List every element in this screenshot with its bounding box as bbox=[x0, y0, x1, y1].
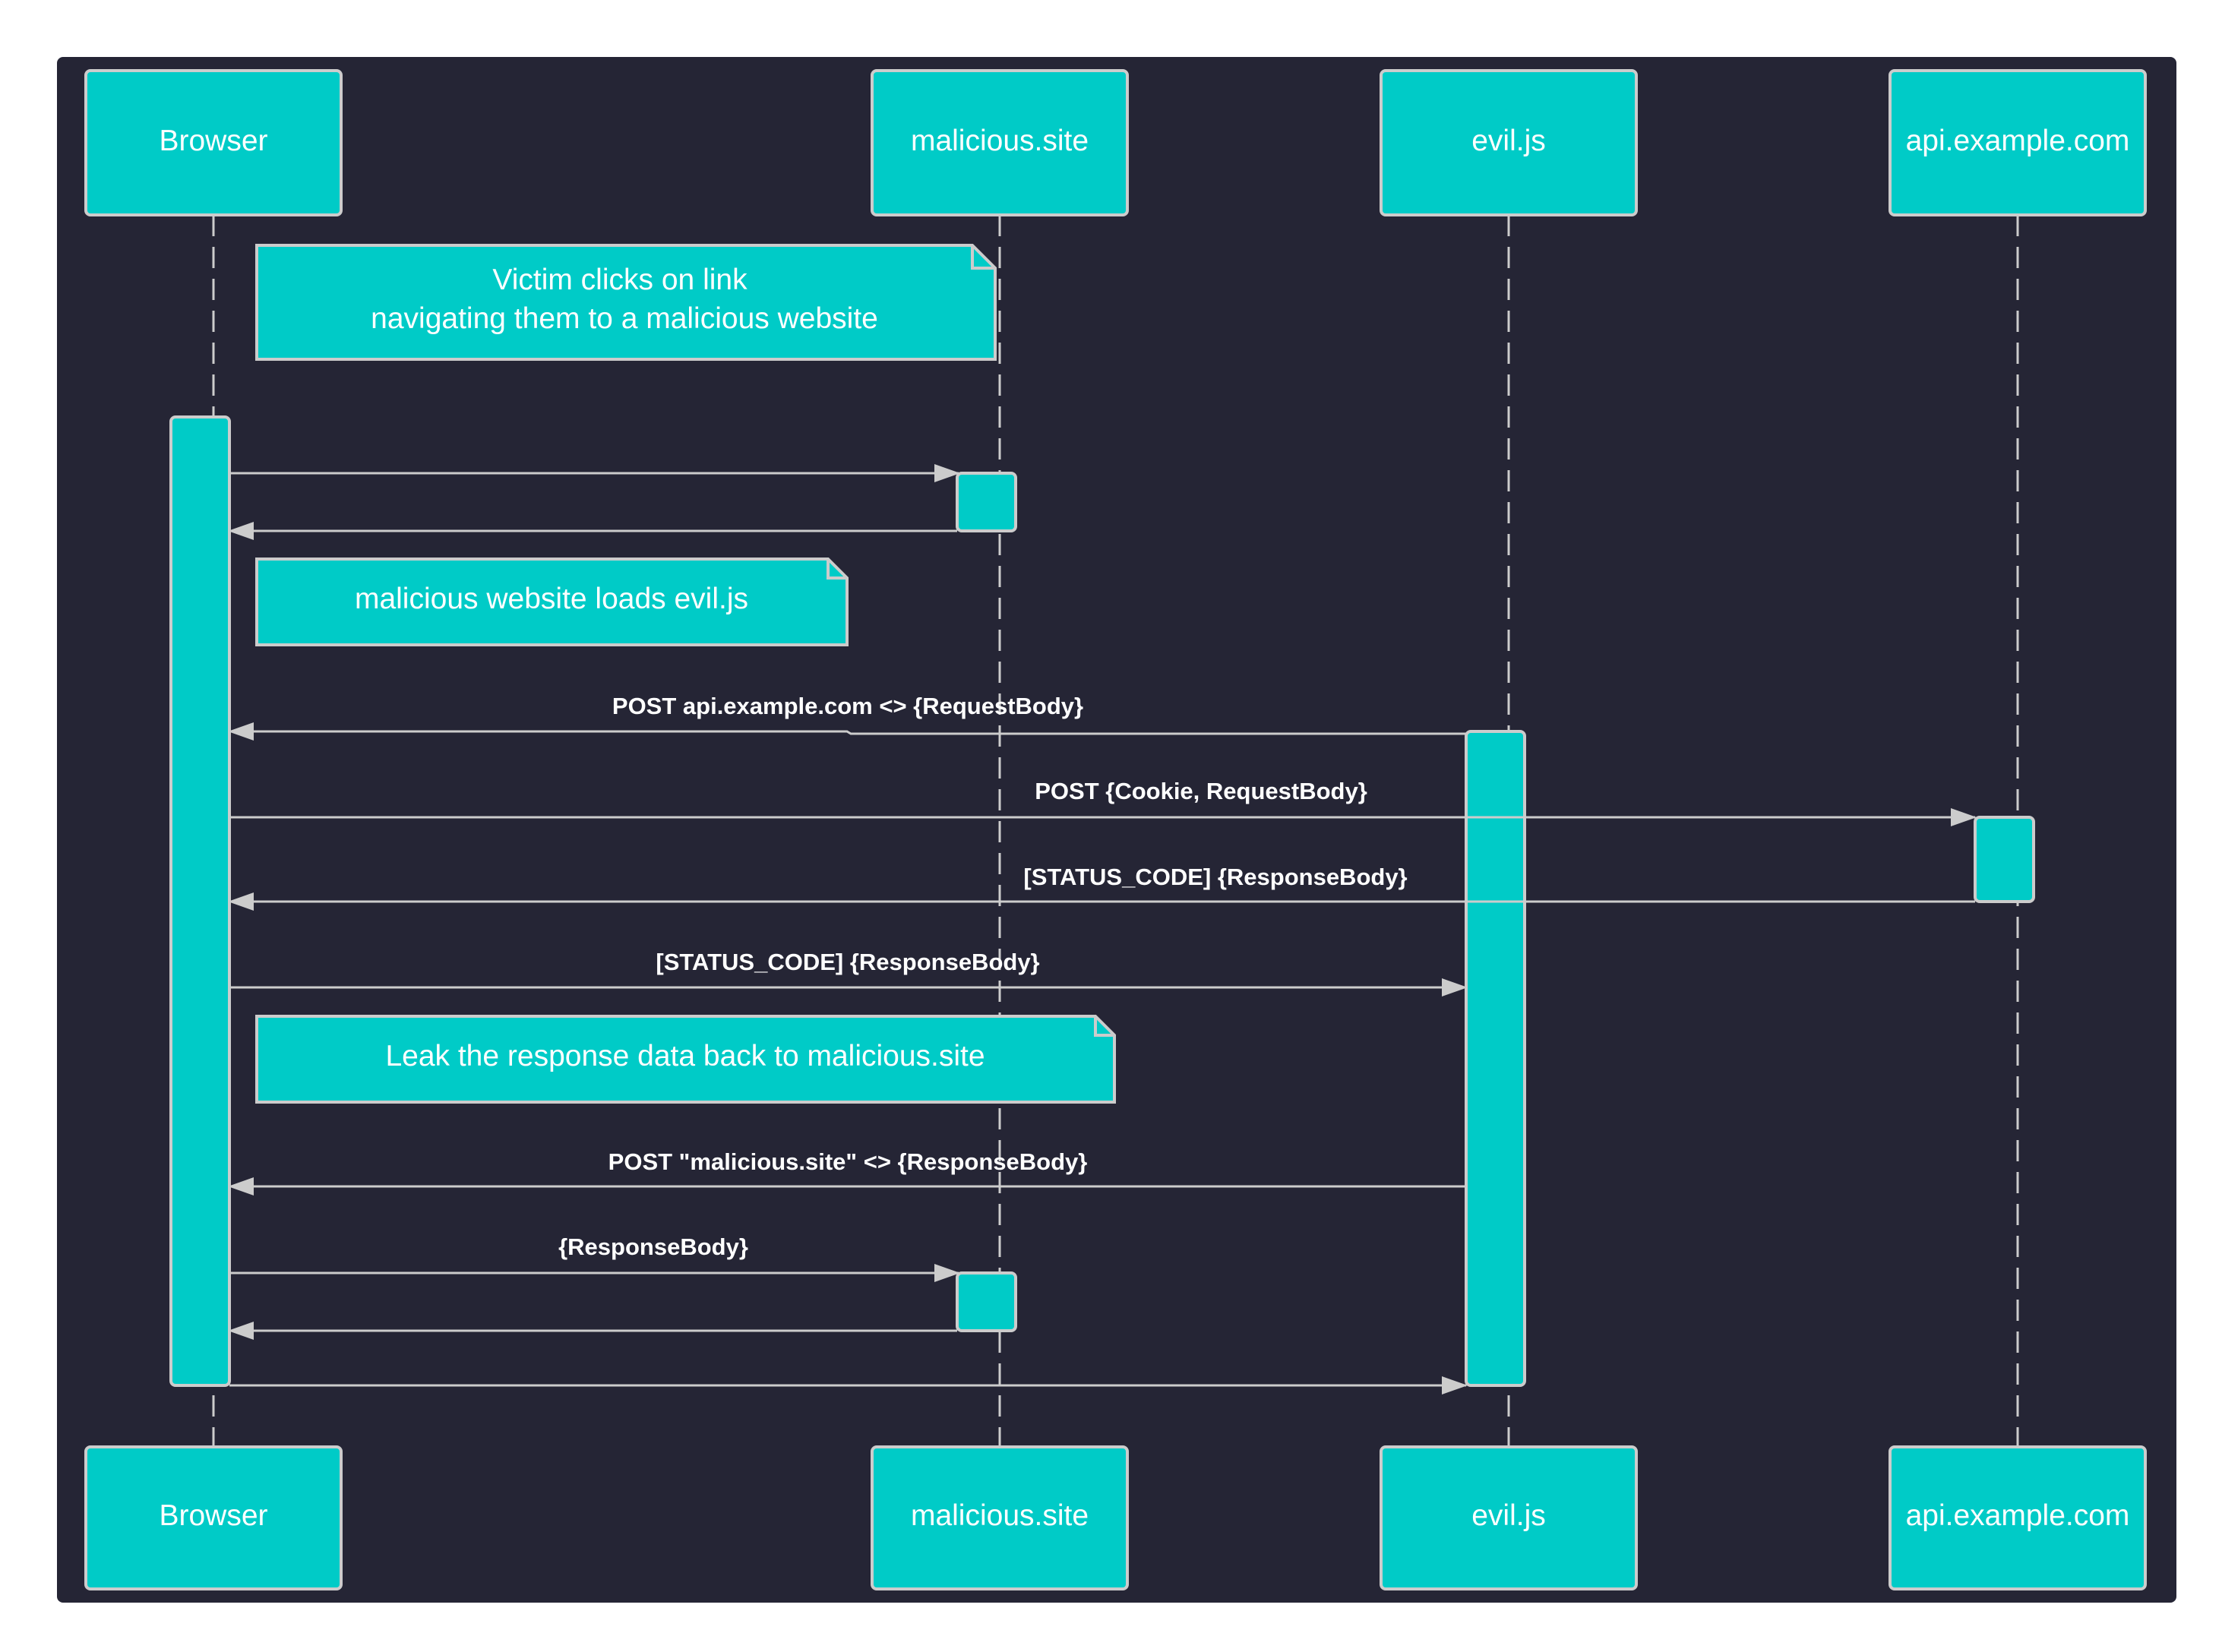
message-label: [STATUS_CODE] {ResponseBody} bbox=[656, 949, 1039, 975]
actor-api-top: api.example.com bbox=[1889, 69, 2147, 216]
message-label: [STATUS_CODE] {ResponseBody} bbox=[1023, 864, 1407, 890]
activation-malicious-2 bbox=[956, 1271, 1017, 1332]
note-loads-evil: malicious website loads evil.js bbox=[255, 558, 849, 646]
actor-label: Browser bbox=[159, 125, 267, 157]
message-label: POST "malicious.site" <> {ResponseBody} bbox=[608, 1148, 1088, 1175]
message-arrow bbox=[228, 722, 1466, 741]
actor-browser-top: Browser bbox=[84, 69, 343, 216]
actor-label: api.example.com bbox=[1906, 1499, 2130, 1532]
actor-api-bottom: api.example.com bbox=[1889, 1445, 2147, 1590]
activations bbox=[169, 415, 2035, 1387]
actor-label: malicious.site bbox=[911, 1499, 1089, 1532]
message-label: POST {Cookie, RequestBody} bbox=[1035, 778, 1367, 804]
actor-evil-bottom: evil.js bbox=[1380, 1445, 1638, 1590]
actor-evil-top: evil.js bbox=[1380, 69, 1638, 216]
note-line: malicious website loads evil.js bbox=[355, 583, 748, 615]
actor-label: malicious.site bbox=[911, 125, 1089, 157]
actor-label: evil.js bbox=[1471, 125, 1546, 157]
activation-browser bbox=[169, 415, 231, 1387]
diagram-background bbox=[57, 57, 2176, 1603]
actor-malicious-bottom: malicious.site bbox=[871, 1445, 1129, 1590]
message-label: POST api.example.com <> {RequestBody} bbox=[612, 693, 1083, 719]
note-victim-clicks: Victim clicks on link navigating them to… bbox=[255, 244, 997, 361]
activation-evil bbox=[1465, 730, 1526, 1387]
actor-browser-bottom: Browser bbox=[84, 1445, 343, 1590]
activation-api bbox=[1974, 816, 2035, 903]
activation-malicious-1 bbox=[956, 472, 1017, 532]
actor-malicious-top: malicious.site bbox=[871, 69, 1129, 216]
actor-label: Browser bbox=[159, 1499, 267, 1532]
messages bbox=[228, 464, 1977, 1395]
note-line: Victim clicks on link bbox=[492, 264, 748, 296]
actor-label: evil.js bbox=[1471, 1499, 1546, 1532]
note-leak-response: Leak the response data back to malicious… bbox=[255, 1015, 1116, 1104]
note-line: navigating them to a malicious website bbox=[371, 302, 878, 335]
actor-label: api.example.com bbox=[1906, 125, 2130, 157]
note-line: Leak the response data back to malicious… bbox=[385, 1040, 985, 1072]
message-label: {ResponseBody} bbox=[558, 1233, 748, 1260]
